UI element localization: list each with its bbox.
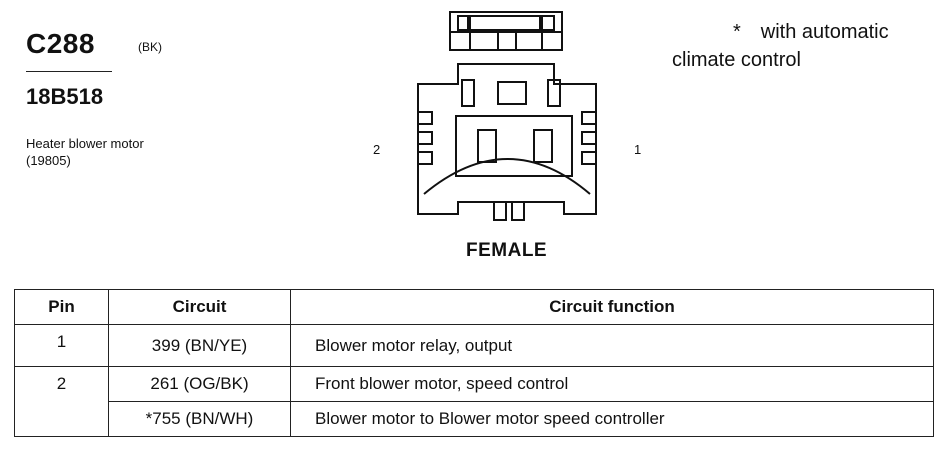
side-tab (417, 131, 433, 145)
table-row: *755 (BN/WH) Blower motor to Blower moto… (15, 401, 934, 437)
key-tab (493, 201, 507, 221)
column-header-pin: Pin (14, 289, 109, 325)
table-row: 2 261 (OG/BK) Front blower motor, speed … (14, 366, 934, 437)
column-header-function: Circuit function (290, 289, 934, 325)
part-number: 18B518 (26, 84, 104, 109)
side-tab (417, 151, 433, 165)
circuit-cell: 261 (OG/BK) (108, 366, 291, 402)
circuit-cell: *755 (BN/WH) (108, 401, 291, 437)
terminal-cavity (461, 79, 475, 107)
title-divider (26, 71, 112, 72)
column-header-circuit: Circuit (108, 289, 291, 325)
latch-slot (457, 15, 469, 31)
pin-block (455, 115, 573, 177)
component-code: (19805) (26, 153, 71, 168)
footnote: * with automatic climate control (672, 18, 932, 74)
table-row: 1 399 (BN/YE) Blower motor relay, output (14, 324, 934, 367)
pin-cell: 1 (14, 324, 109, 367)
pin-2-cavity (477, 129, 497, 163)
connector-face-diagram (417, 11, 597, 221)
side-tab (417, 111, 433, 125)
footnote-marker: * (733, 21, 741, 43)
pin-1-cavity (533, 129, 553, 163)
pin-cell: 2 (14, 366, 109, 437)
terminal-cavity (497, 81, 527, 105)
latch-slot (541, 15, 555, 31)
side-tab (581, 111, 597, 125)
function-cell: Blower motor to Blower motor speed contr… (290, 401, 934, 437)
footnote-line-2: climate control (672, 49, 801, 71)
key-tab (511, 201, 525, 221)
side-tab (581, 151, 597, 165)
footnote-line-1: with automatic (760, 21, 889, 43)
latch-slot (469, 15, 541, 31)
side-tab (581, 131, 597, 145)
pin-table: Pin Circuit Circuit function 1 399 (BN/Y… (14, 289, 934, 437)
pin-label-right: 1 (634, 142, 642, 157)
table-header-row: Pin Circuit Circuit function (14, 289, 934, 325)
connector-id: C288 (26, 28, 95, 59)
connector-color: (BK) (138, 40, 162, 54)
pin-label-left: 2 (373, 142, 381, 157)
terminal-cavity (547, 79, 561, 107)
connector-body (417, 63, 597, 215)
function-cell: Blower motor relay, output (290, 324, 934, 367)
component-name: Heater blower motor (26, 136, 144, 151)
function-cell: Front blower motor, speed control (290, 366, 934, 402)
connector-arc (423, 158, 591, 195)
circuit-cell: 399 (BN/YE) (108, 324, 291, 367)
gender-label: FEMALE (466, 240, 548, 261)
